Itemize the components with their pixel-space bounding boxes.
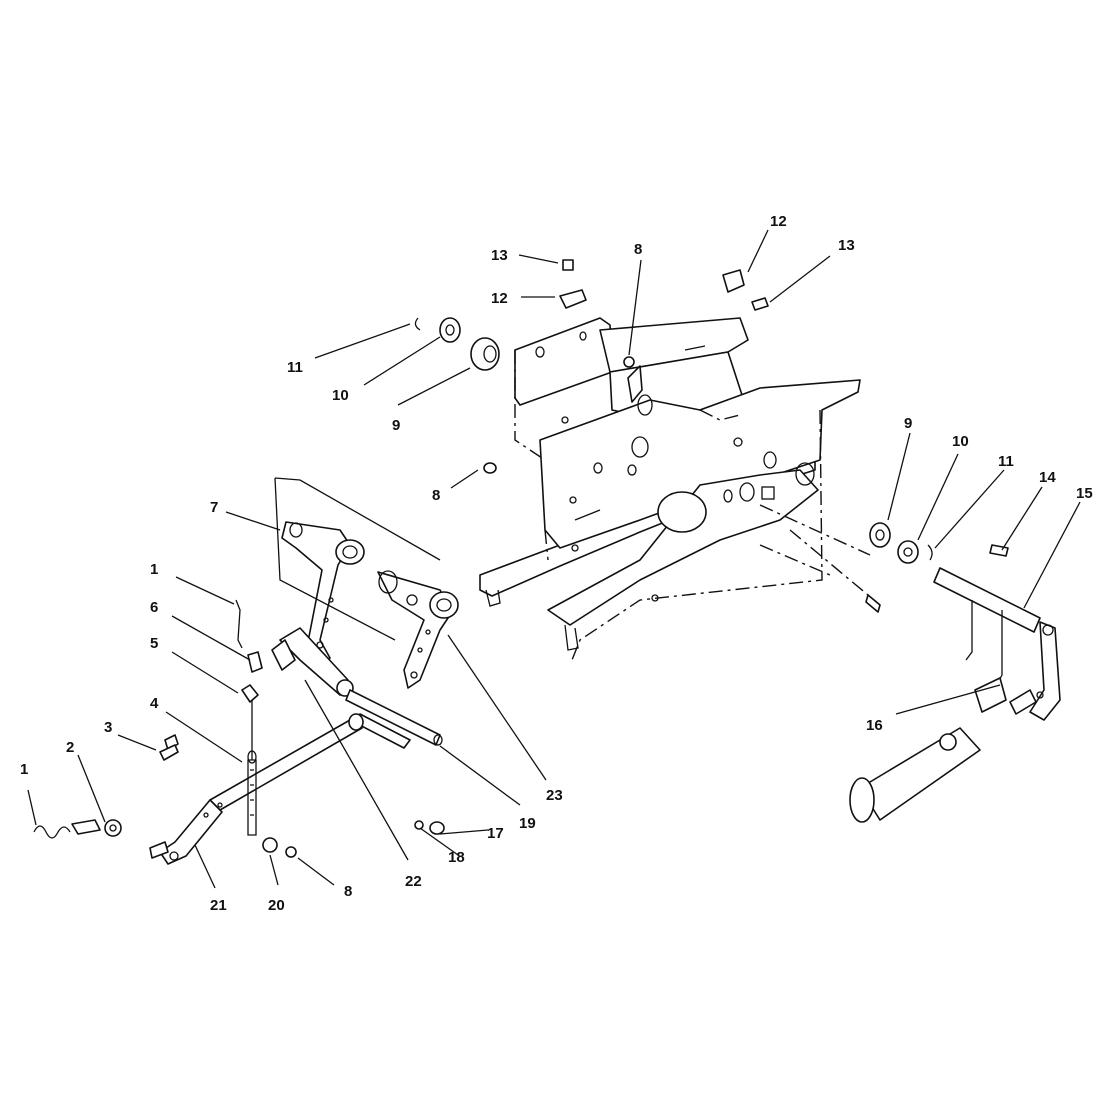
callout-1-hairpin: 1 xyxy=(150,561,158,578)
callout-4-chain: 4 xyxy=(150,695,159,712)
callout-12-clamp-right: 12 xyxy=(770,213,787,230)
callout-16-spring: 16 xyxy=(866,717,883,734)
callout-8-nut-mid: 8 xyxy=(432,487,440,504)
callout-11-clip-right: 11 xyxy=(998,453,1014,470)
chain xyxy=(247,700,257,836)
callout-8-nut-top: 8 xyxy=(634,241,642,258)
callout-10-washer-right: 10 xyxy=(952,433,969,450)
callout-9-bearing-right: 9 xyxy=(904,415,912,432)
callout-2-pin: 2 xyxy=(66,739,74,756)
callout-labels: 1 2 3 4 5 6 1 7 21 20 8 22 18 17 19 23 8… xyxy=(20,213,1093,914)
callout-7-arm: 7 xyxy=(210,499,218,516)
callout-8-nut-lower: 8 xyxy=(344,883,352,900)
right-hardware xyxy=(849,522,1061,823)
callout-10-washer: 10 xyxy=(332,387,349,404)
callout-11-clip: 11 xyxy=(287,359,303,376)
callout-13-screw-right: 13 xyxy=(838,237,855,254)
callout-21-rod: 21 xyxy=(210,897,227,914)
small-hardware-left xyxy=(33,599,445,858)
callout-1-clip: 1 xyxy=(20,761,28,778)
upper-hardware xyxy=(414,259,769,474)
callout-3-bolt: 3 xyxy=(104,719,112,736)
callout-20-washer: 20 xyxy=(268,897,285,914)
callout-22-shaft: 22 xyxy=(405,873,422,890)
lift-arm-right xyxy=(274,477,459,689)
callout-18-ring: 18 xyxy=(448,849,465,866)
callout-13-screw: 13 xyxy=(491,247,508,264)
callout-23-arm: 23 xyxy=(546,787,563,804)
callout-6-nut: 6 xyxy=(150,599,158,616)
lever-rod xyxy=(149,713,411,865)
cross-shaft xyxy=(271,627,443,746)
callout-5-swivel: 5 xyxy=(150,635,158,652)
lift-arm-left xyxy=(281,521,365,667)
callout-14-key: 14 xyxy=(1039,469,1056,486)
leader-lines xyxy=(27,229,1081,889)
callout-17-bushing: 17 xyxy=(487,825,504,842)
callout-15-lever: 15 xyxy=(1076,485,1093,502)
callout-19-rod: 19 xyxy=(519,815,536,832)
frame-assembly xyxy=(479,317,881,661)
callout-9-bearing: 9 xyxy=(392,417,400,434)
callout-12-clamp: 12 xyxy=(491,290,508,307)
